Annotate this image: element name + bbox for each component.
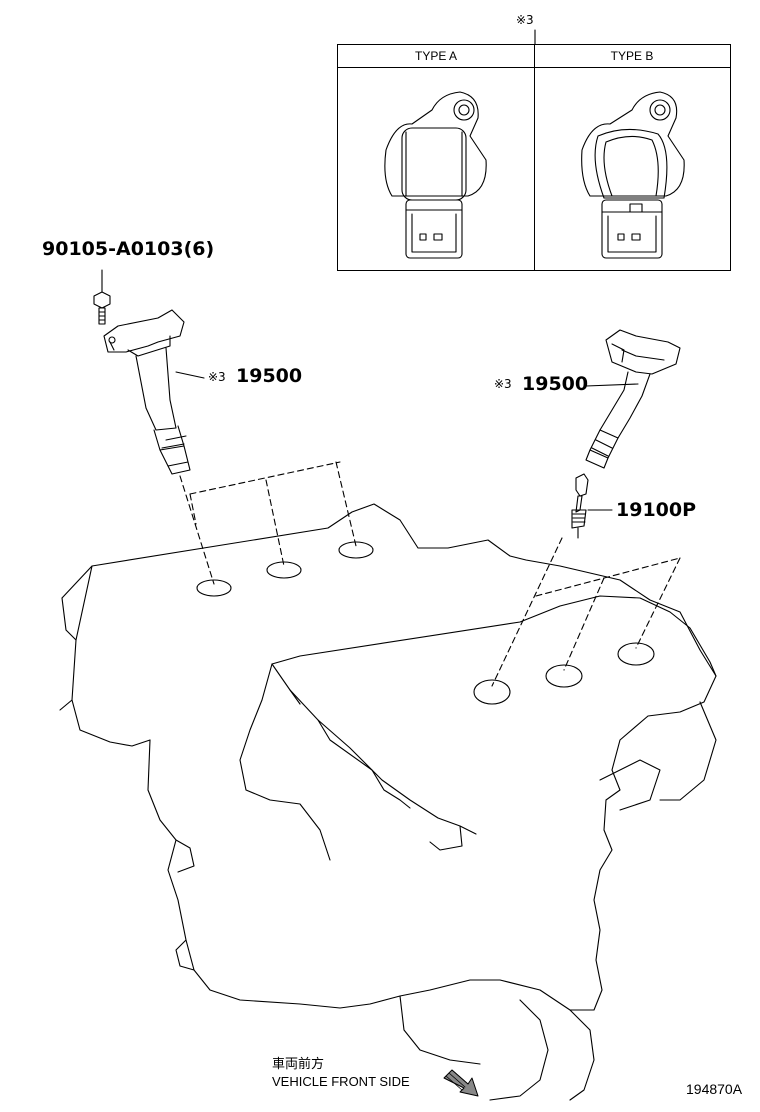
figure-id: 194870A xyxy=(686,1081,743,1097)
coil-left-mark: ※3 xyxy=(208,370,226,384)
coil-left-part-number[interactable]: 19500 xyxy=(236,365,303,387)
spark-plug xyxy=(571,473,613,539)
note-mark: ※3 xyxy=(516,13,534,27)
plug-hole-r1 xyxy=(473,679,511,705)
front-direction-arrow-icon xyxy=(443,1069,479,1097)
plug-hole-l1 xyxy=(196,579,232,597)
coil-right-part-number[interactable]: 19500 xyxy=(522,373,589,395)
plug-hole-l2 xyxy=(266,561,302,579)
plug-hole-r2 xyxy=(545,664,583,688)
engine-block xyxy=(59,503,717,1101)
coil-right-mark: ※3 xyxy=(494,377,512,391)
front-label-jp: 車両前方 xyxy=(272,1056,325,1071)
spark-plug-part-number[interactable]: 19100P xyxy=(616,499,697,521)
coil-type-table: TYPE A TYPE B xyxy=(337,44,731,271)
type-a-header: TYPE A xyxy=(338,45,534,68)
bolt-part-number[interactable]: 90105-A0103(6) xyxy=(42,238,215,260)
ignition-coil-right xyxy=(585,329,681,469)
type-b-header: TYPE B xyxy=(534,45,730,68)
table-divider xyxy=(534,45,535,270)
front-label-en: VEHICLE FRONT SIDE xyxy=(272,1074,410,1089)
ignition-coil-left xyxy=(103,309,205,475)
type-b-coil xyxy=(581,91,685,259)
bolt xyxy=(93,269,111,325)
type-a-coil xyxy=(384,91,487,259)
plug-hole-l3 xyxy=(338,541,374,559)
plug-hole-r3 xyxy=(617,642,655,666)
install-lines xyxy=(179,461,681,687)
